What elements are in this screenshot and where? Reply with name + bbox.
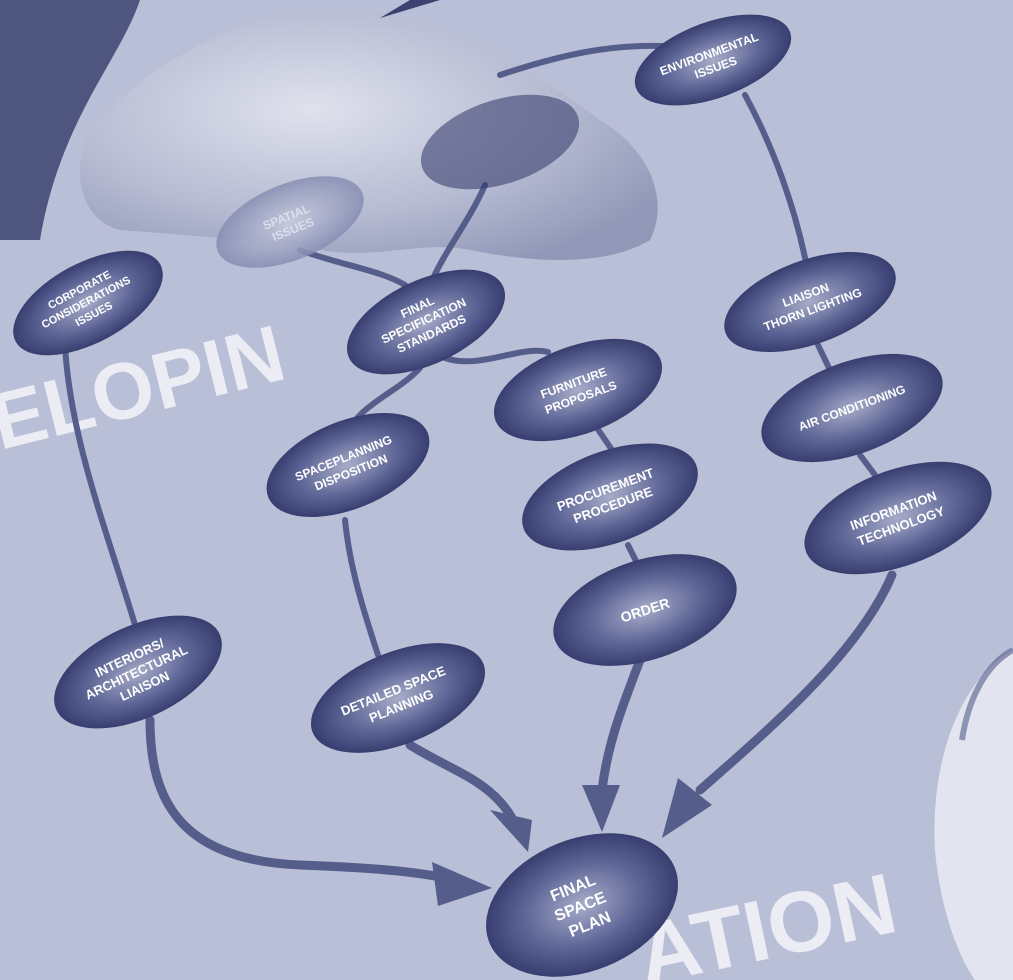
- dark-corner-shape: [0, 0, 140, 240]
- node-air-conditioning: AIR CONDITIONING: [761, 353, 943, 463]
- arrowhead-interiors: [432, 862, 492, 906]
- arrowhead-detailed: [490, 810, 532, 852]
- edge-liaison-to-aircon: [815, 342, 833, 373]
- edge-it-to-final: [695, 570, 897, 795]
- node-liaison-thorn-lighting: LIAISON THORN LIGHTING: [724, 251, 896, 353]
- node-environmental-issues: ENVIRONMENTAL ISSUES: [634, 14, 792, 106]
- node-spatial-issues: SPATIAL ISSUES: [216, 176, 364, 268]
- node-final-specification: FINAL SPECIFICATION STANDARDS: [346, 269, 506, 375]
- node-furniture-proposals: FURNITURE PROPOSALS: [493, 338, 663, 442]
- edge-interiors-to-final: [145, 715, 460, 885]
- arrowhead-it: [662, 778, 712, 838]
- edge-finalspec-to-furniture: [442, 347, 551, 365]
- node-hand-faded: [420, 94, 580, 190]
- node-information-technology: INFORMATION TECHNOLOGY: [804, 461, 992, 575]
- node-procurement-procedure: PROCUREMENT PROCEDURE: [522, 443, 698, 551]
- edge-environmental-to-liaison: [742, 92, 808, 261]
- lens-rim-shape: [959, 647, 1013, 741]
- node-corporate-considerations: CORPORATE CONSIDERATIONS ISSUES: [13, 250, 163, 356]
- edge-hand-to-finalspec: [427, 182, 488, 288]
- arrowhead-order: [582, 785, 620, 832]
- pen-tip-shape: [380, 0, 440, 18]
- node-spaceplanning-disposition: SPACEPLANNING DISPOSITION: [266, 413, 430, 517]
- node-detailed-space-planning: DETAILED SPACE PLANNING: [310, 643, 486, 753]
- edge-order-to-final: [597, 655, 645, 795]
- lens-edge-shape: [934, 650, 1013, 980]
- edge-spatial-to-finalspec: [297, 247, 408, 288]
- node-order: ORDER: [553, 554, 737, 666]
- edge-spaceplanning-to-detailed: [342, 517, 381, 658]
- edge-aircon-to-it: [857, 452, 878, 478]
- edge-corporate-to-interiors: [62, 342, 138, 628]
- node-interiors-architectural-liaison: INTERIORS/ ARCHITECTURAL LIAISON: [54, 615, 222, 729]
- edge-detailed-to-final: [405, 740, 517, 823]
- node-final-space-plan: FINAL SPACE PLAN: [486, 833, 678, 977]
